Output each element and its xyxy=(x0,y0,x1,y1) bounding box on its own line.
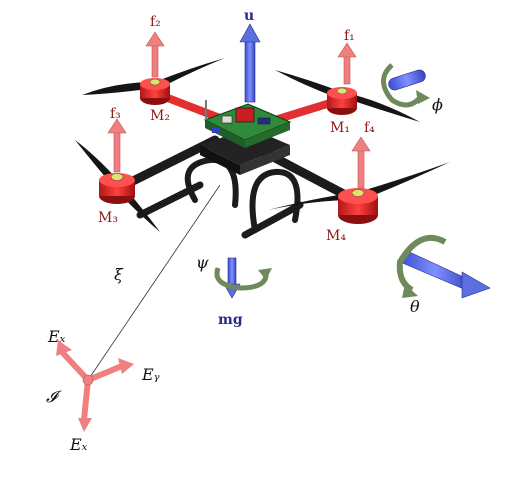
label-inertial-frame: 𝓘 xyxy=(46,387,62,406)
gravity-arrow-mg xyxy=(223,257,241,299)
propeller-m4 xyxy=(268,162,450,210)
central-hub xyxy=(200,100,292,175)
thrust-arrow-u xyxy=(239,23,261,103)
label-psi: ψ xyxy=(196,253,209,272)
label-f4: f₄ xyxy=(364,120,375,136)
label-f1: f₁ xyxy=(344,28,355,44)
motor-m4 xyxy=(338,188,378,224)
label-m4: M₄ xyxy=(326,228,346,244)
label-m3: M₃ xyxy=(98,210,118,226)
force-arrow-f1 xyxy=(337,42,357,85)
label-m2: M₂ xyxy=(150,108,170,124)
label-f2: f₂ xyxy=(150,14,161,30)
position-vector-line xyxy=(87,184,221,381)
label-ez: Eₓ xyxy=(69,435,88,454)
inertial-frame-axes xyxy=(56,340,134,432)
arm-m2 xyxy=(156,91,229,124)
rotation-arrow-phi xyxy=(381,63,430,108)
propeller-m2 xyxy=(82,58,225,95)
label-u: u xyxy=(244,8,254,24)
motor-m1 xyxy=(327,87,357,115)
label-ex: Eₓ xyxy=(47,327,66,346)
label-ey: Eᵧ xyxy=(141,365,160,384)
landing-frame xyxy=(136,156,304,239)
label-f3: f₃ xyxy=(110,106,121,122)
rotation-arrow-psi xyxy=(214,267,272,291)
label-mg: mg xyxy=(218,312,243,328)
force-arrow-f3 xyxy=(107,118,127,173)
label-m1: M₁ xyxy=(330,120,350,136)
force-arrow-f4 xyxy=(351,136,371,189)
label-phi: ϕ xyxy=(432,95,443,114)
motor-m2 xyxy=(140,78,170,105)
propeller-m1 xyxy=(275,70,420,122)
label-xi: ξ xyxy=(114,265,124,284)
motor-m3 xyxy=(99,173,135,204)
rotation-arrow-theta xyxy=(396,235,491,299)
label-theta: θ xyxy=(410,297,420,316)
force-arrow-f2 xyxy=(145,31,165,78)
